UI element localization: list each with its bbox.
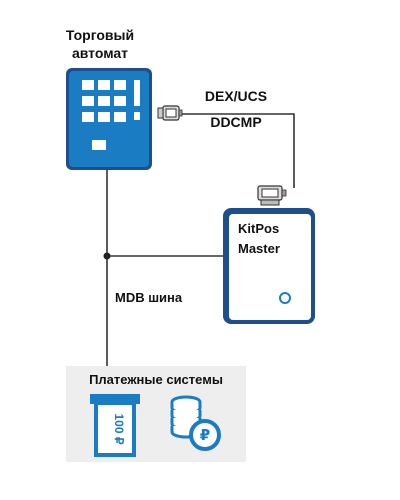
serial-cable-line bbox=[182, 113, 295, 188]
vending-machine-icon bbox=[66, 68, 152, 170]
serial-connector-bottom-icon bbox=[257, 185, 287, 206]
protocol-label-line1: DEX/UCS bbox=[205, 88, 267, 104]
vending-machine-label-line1: Торговый bbox=[65, 27, 135, 43]
banknote-text: 100 ₽ bbox=[112, 414, 126, 445]
device-name-line2: Master bbox=[238, 241, 280, 256]
device-name-line1: KitPos bbox=[238, 221, 279, 236]
kitpos-master-device: KitPos Master bbox=[223, 208, 315, 324]
payment-systems-title: Платежные системы bbox=[89, 372, 223, 387]
serial-connector-top-icon bbox=[157, 105, 183, 121]
bill-acceptor-icon: 100 ₽ bbox=[90, 394, 140, 457]
power-indicator-icon bbox=[279, 292, 291, 304]
protocol-label-line2: DDCMP bbox=[210, 114, 261, 130]
bus-junction-dot bbox=[103, 252, 111, 260]
payment-systems-panel: Платежные системы 100 ₽ ₽ bbox=[66, 366, 246, 462]
connection-lines bbox=[106, 113, 295, 368]
coin-symbol: ₽ bbox=[200, 426, 210, 444]
coin-acceptor-icon: ₽ bbox=[170, 395, 221, 451]
vending-machine-label-line2: автомат bbox=[71, 45, 129, 61]
mdb-bus-label: MDB шина bbox=[115, 290, 183, 305]
